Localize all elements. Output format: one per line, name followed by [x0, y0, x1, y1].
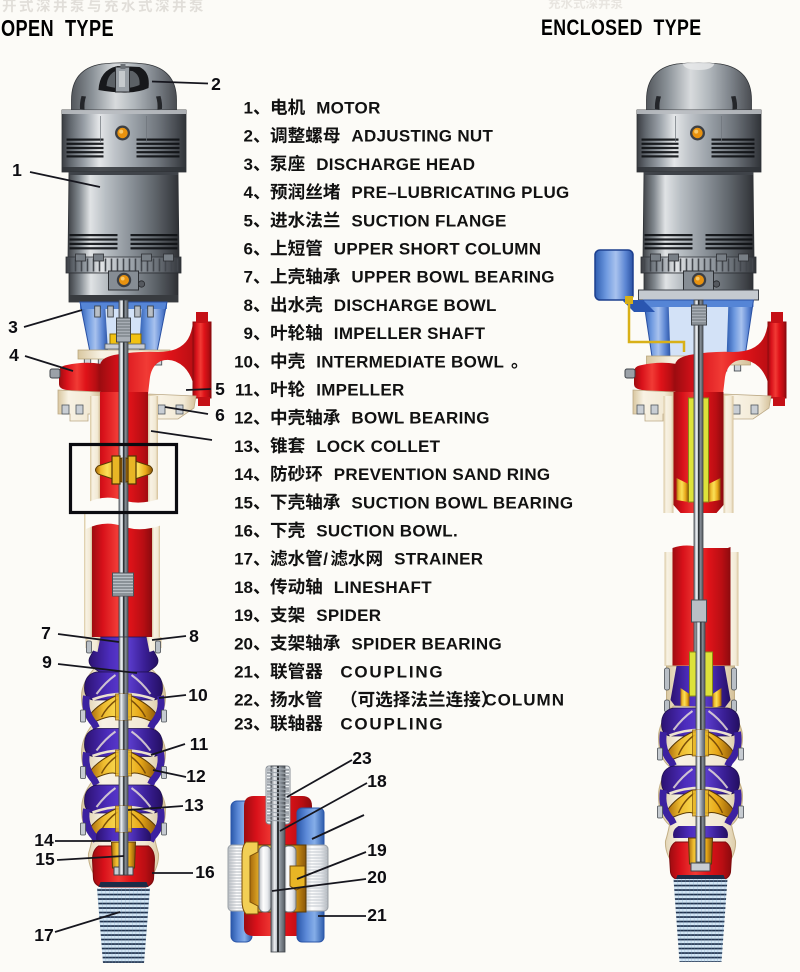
svg-text:SPIDER BEARING: SPIDER BEARING [351, 634, 502, 653]
svg-text:17: 17 [234, 550, 253, 569]
svg-text:10: 10 [188, 685, 208, 705]
svg-text:16: 16 [195, 862, 215, 882]
svg-text:DISCHARGE HEAD: DISCHARGE HEAD [316, 155, 475, 174]
svg-text:DISCHARGE BOWL: DISCHARGE BOWL [334, 296, 497, 315]
svg-text:ADJUSTING NUT: ADJUSTING NUT [351, 127, 493, 146]
svg-text:12: 12 [186, 766, 206, 786]
svg-text:4: 4 [9, 345, 19, 365]
svg-text:3: 3 [8, 317, 18, 337]
svg-text:PREVENTION SAND RING: PREVENTION SAND RING [334, 465, 551, 484]
svg-text:INTERMEDIATE BOWL: INTERMEDIATE BOWL [316, 352, 504, 371]
svg-text:14: 14 [34, 830, 54, 850]
svg-text:19: 19 [367, 840, 387, 860]
svg-text:1: 1 [244, 99, 253, 118]
svg-text:18: 18 [234, 578, 253, 597]
svg-text:2: 2 [244, 127, 253, 146]
svg-text:23: 23 [352, 748, 372, 768]
svg-text:20: 20 [367, 867, 387, 887]
svg-text:LINESHAFT: LINESHAFT [334, 578, 432, 597]
svg-text:15: 15 [35, 849, 55, 869]
svg-text:23: 23 [234, 715, 253, 734]
svg-text:8: 8 [189, 626, 199, 646]
svg-text:COUPLING: COUPLING [334, 715, 445, 734]
svg-text:/: / [323, 550, 328, 569]
svg-text:UPPER SHORT COLUMN: UPPER SHORT COLUMN [334, 240, 542, 259]
svg-text:1: 1 [12, 160, 22, 180]
svg-text:11: 11 [235, 381, 253, 400]
svg-text:SUCTION FLANGE: SUCTION FLANGE [351, 211, 506, 230]
svg-text:11: 11 [190, 734, 209, 754]
svg-text:17: 17 [34, 925, 53, 945]
svg-text:SUCTION BOWL.: SUCTION BOWL. [316, 522, 458, 541]
svg-text:SPIDER: SPIDER [316, 606, 381, 625]
svg-text:7: 7 [41, 623, 51, 643]
svg-text:5: 5 [244, 211, 253, 230]
svg-text:6: 6 [244, 240, 253, 259]
svg-text:19: 19 [234, 606, 253, 625]
svg-text:21: 21 [234, 663, 253, 682]
svg-text:3: 3 [244, 155, 253, 174]
svg-text:SUCTION BOWL BEARING: SUCTION BOWL BEARING [351, 493, 573, 512]
svg-text:5: 5 [215, 379, 225, 399]
svg-text:12: 12 [234, 409, 253, 428]
svg-text:COUPLING: COUPLING [334, 663, 445, 682]
svg-text:IMPELLER SHAFT: IMPELLER SHAFT [334, 324, 486, 343]
svg-text:8: 8 [244, 296, 253, 315]
svg-text:20: 20 [234, 634, 253, 653]
svg-text:18: 18 [367, 771, 387, 791]
svg-text:2: 2 [211, 74, 221, 94]
svg-text:9: 9 [42, 652, 52, 672]
svg-text:OPEN TYPE: OPEN TYPE [1, 16, 114, 42]
svg-text:UPPER BOWL BEARING: UPPER BOWL BEARING [351, 268, 554, 287]
svg-text:14: 14 [234, 465, 253, 484]
svg-text:4: 4 [244, 183, 254, 202]
svg-text:PRE–LUBRICATING PLUG: PRE–LUBRICATING PLUG [351, 183, 569, 202]
svg-text:COLUMN: COLUMN [484, 691, 565, 710]
svg-text:STRAINER: STRAINER [394, 550, 483, 569]
svg-text:22: 22 [234, 691, 253, 710]
svg-text:9: 9 [244, 324, 253, 343]
svg-text:MOTOR: MOTOR [316, 99, 380, 118]
svg-text:LOCK COLLET: LOCK COLLET [316, 437, 440, 456]
svg-text:13: 13 [184, 795, 204, 815]
svg-text:ENCLOSED TYPE: ENCLOSED TYPE [541, 16, 702, 40]
svg-text:21: 21 [367, 905, 387, 925]
svg-text:IMPELLER: IMPELLER [316, 381, 404, 400]
svg-text:13: 13 [234, 437, 253, 456]
svg-text:7: 7 [244, 268, 253, 287]
svg-text:15: 15 [234, 493, 253, 512]
svg-text:6: 6 [215, 405, 225, 425]
svg-text:BOWL BEARING: BOWL BEARING [351, 409, 489, 428]
svg-text:16: 16 [234, 522, 253, 541]
svg-text:10: 10 [234, 352, 253, 371]
